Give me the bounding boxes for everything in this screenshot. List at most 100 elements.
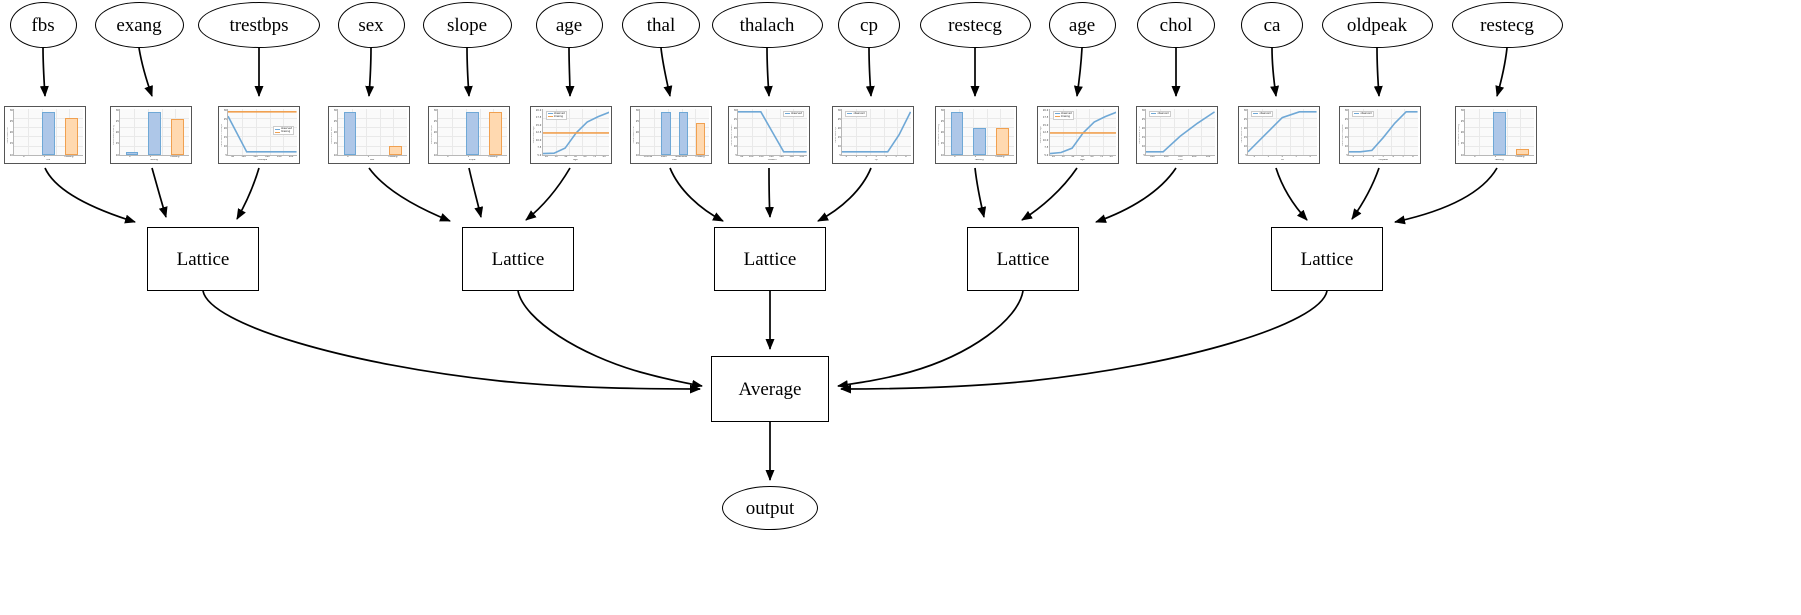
- y-tick-label: 15: [1141, 135, 1145, 139]
- line-series-group: [1349, 109, 1418, 155]
- x-tick-label: 3: [1382, 155, 1384, 159]
- line-series-group: [228, 109, 297, 155]
- average-node[interactable]: Average: [711, 356, 829, 422]
- x-tick-label: 1: [367, 155, 370, 159]
- input-node-trestbps-2[interactable]: trestbps: [198, 2, 320, 48]
- x-tick-label: 5: [1402, 155, 1404, 159]
- bar-observed: [343, 111, 357, 155]
- input-node-ca-12[interactable]: ca: [1241, 2, 1303, 48]
- input-node-restecg-14[interactable]: restecg: [1451, 2, 1563, 48]
- x-tick-label: missing: [170, 155, 180, 159]
- x-tick-label: missing: [64, 155, 74, 159]
- input-node-chol-11[interactable]: chol: [1137, 2, 1215, 48]
- x-axis-label: slope: [469, 158, 476, 161]
- y-tick-label: 20: [115, 131, 119, 135]
- y-tick-label: 30: [1344, 109, 1348, 112]
- y-tick-label: 15: [1344, 135, 1348, 139]
- x-tick-label: 2: [1372, 155, 1375, 159]
- input-node-label: restecg: [1480, 14, 1534, 36]
- input-node-thalach-7[interactable]: thalach: [711, 2, 823, 48]
- input-node-age-5[interactable]: age: [535, 2, 603, 48]
- x-tick-label: 0: [129, 155, 131, 159]
- legend-label: observed: [1060, 111, 1072, 115]
- input-node-sex-3[interactable]: sex: [337, 2, 405, 48]
- y-axis-label: calibrated sex: [331, 126, 333, 144]
- y-tick-label: 20: [940, 131, 944, 135]
- input-node-fbs-0[interactable]: fbs: [9, 2, 77, 48]
- x-tick-label: missing: [695, 155, 705, 159]
- y-axis-label: calibrated age: [1040, 126, 1042, 144]
- x-tick-label: 500: [1205, 155, 1211, 159]
- line-series-group: [543, 109, 609, 155]
- line-series-group: [842, 109, 911, 155]
- x-tick-label: 300: [1177, 155, 1183, 159]
- legend-swatch-observed: [274, 128, 280, 130]
- x-tick-label: 4: [1392, 155, 1394, 159]
- output-node[interactable]: output: [722, 486, 818, 530]
- y-tick-label: 17.5: [1042, 116, 1049, 120]
- input-node-thal-6[interactable]: thal: [622, 2, 700, 48]
- bar-missing: [489, 111, 502, 155]
- average-node-label: Average: [738, 378, 802, 400]
- y-tick-label: 5.0: [537, 153, 542, 157]
- y-tick-label: 25: [333, 120, 337, 124]
- y-tick-label: 15: [1243, 135, 1247, 139]
- input-node-slope-4[interactable]: slope: [422, 2, 512, 48]
- x-tick-label: 6: [905, 155, 907, 159]
- lattice-node-2[interactable]: Lattice: [714, 227, 826, 291]
- bar-missing: [996, 127, 1009, 155]
- y-axis-label: calibrated cp: [835, 127, 837, 143]
- x-tick-label: 70: [593, 155, 597, 159]
- y-tick-label: 25: [1344, 117, 1348, 121]
- lattice-node-1[interactable]: Lattice: [462, 227, 574, 291]
- x-tick-label: 3: [1295, 155, 1297, 159]
- legend-label: observed: [280, 126, 292, 130]
- lattice-node-4[interactable]: Lattice: [1271, 227, 1383, 291]
- x-tick-label: missing: [488, 155, 498, 159]
- input-node-restecg-9[interactable]: restecg: [919, 2, 1031, 48]
- line-series-observed: [228, 116, 297, 152]
- legend-entry-observed: observed: [274, 126, 292, 130]
- x-tick-label: missing: [995, 155, 1005, 159]
- input-node-oldpeak-13[interactable]: oldpeak: [1321, 2, 1433, 48]
- x-tick-label: 0: [23, 155, 25, 159]
- legend-swatch-observed: [1253, 113, 1259, 115]
- input-node-age-10[interactable]: age: [1048, 2, 1116, 48]
- lattice-node-3[interactable]: Lattice: [967, 227, 1079, 291]
- lattice-node-0[interactable]: Lattice: [147, 227, 259, 291]
- y-tick-label: 10: [9, 153, 13, 157]
- y-tick-label: 30: [115, 109, 119, 112]
- y-tick-label: 30: [837, 109, 841, 112]
- y-tick-label: 7.5: [1044, 146, 1049, 150]
- input-node-exang-1[interactable]: exang: [94, 2, 184, 48]
- input-node-cp-8[interactable]: cp: [838, 2, 900, 48]
